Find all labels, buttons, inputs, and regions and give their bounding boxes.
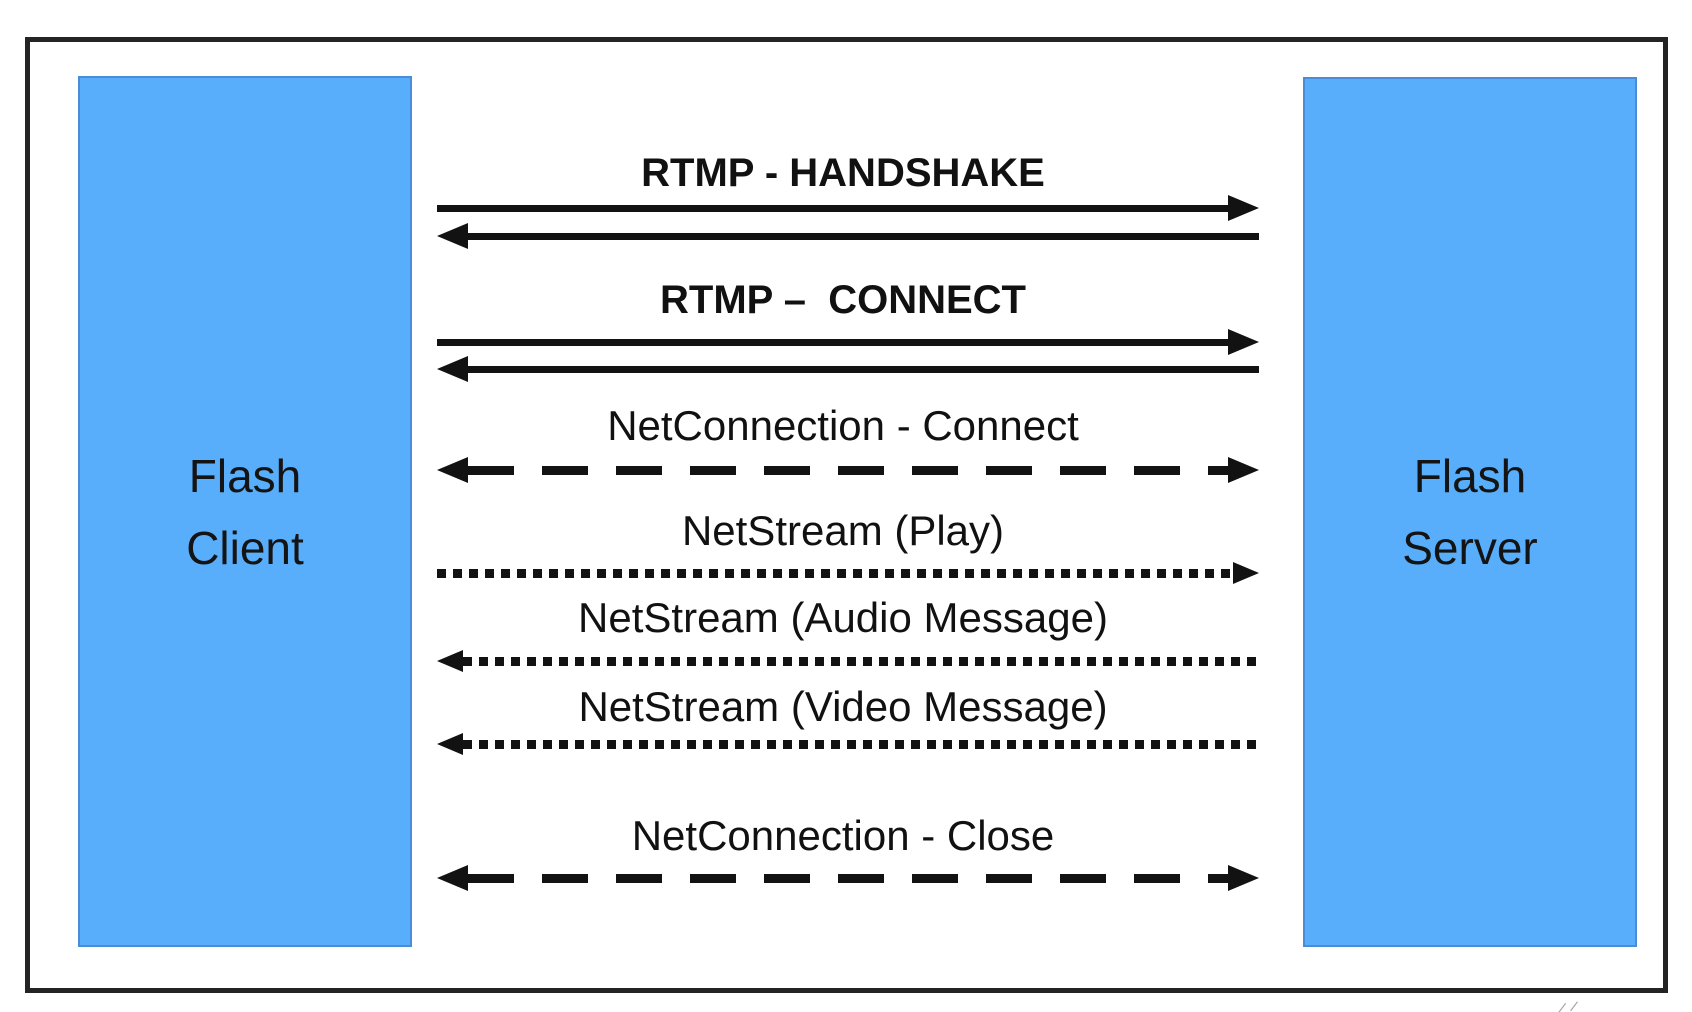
message-label-rtmp-handshake: RTMP - HANDSHAKE (641, 151, 1045, 195)
netstream-play-arrow (437, 560, 1259, 586)
participant-label-line: Client (186, 521, 304, 574)
arrow-shaft (468, 365, 1259, 373)
corner-artifact: ⸍⸍ (1555, 998, 1590, 1012)
message-label-rtmp-connect: RTMP – CONNECT (660, 278, 1026, 322)
arrow-shaft (463, 656, 1259, 666)
netconnection-connect-arrow (437, 457, 1259, 483)
arrow-shaft (437, 568, 1233, 578)
message-label-netstream-audio: NetStream (Audio Message) (578, 594, 1108, 641)
arrow-shaft (437, 204, 1228, 212)
netstream-video-arrow (437, 731, 1259, 757)
handshake-response-arrow (437, 223, 1259, 249)
arrowhead-right-icon (1233, 562, 1259, 584)
arrowhead-left-icon (437, 223, 468, 249)
handshake-request-arrow (437, 195, 1259, 221)
participant-label-line: Flash (1413, 450, 1527, 502)
arrow-shaft (468, 873, 1228, 883)
arrowhead-right-icon (1228, 457, 1259, 483)
arrowhead-right-icon (1228, 195, 1259, 221)
arrowhead-left-icon (437, 457, 468, 483)
netstream-audio-arrow (437, 648, 1259, 674)
arrow-shaft (468, 465, 1228, 475)
message-label-netstream-video: NetStream (Video Message) (578, 683, 1108, 730)
arrowhead-left-icon (437, 733, 463, 755)
arrowhead-right-icon (1228, 329, 1259, 355)
connect-request-arrow (437, 329, 1259, 355)
arrowhead-right-icon (1228, 865, 1259, 891)
netconnection-close-arrow (437, 865, 1259, 891)
arrow-shaft (463, 739, 1259, 749)
message-label-netstream-play: NetStream (Play) (681, 507, 1005, 554)
participant-label-line: Server (1402, 522, 1538, 574)
message-label-netconnection-close: NetConnection - Close (631, 812, 1055, 859)
arrow-shaft (437, 338, 1228, 346)
participant-flash-server: Flash Server (1303, 77, 1637, 947)
participant-label-line: Flash (188, 449, 302, 502)
arrowhead-left-icon (437, 650, 463, 672)
arrow-shaft (468, 232, 1259, 240)
arrowhead-left-icon (437, 356, 468, 382)
connect-response-arrow (437, 356, 1259, 382)
message-label-netconnection-connect: NetConnection - Connect (607, 402, 1079, 449)
arrowhead-left-icon (437, 865, 468, 891)
participant-flash-client: Flash Client (78, 76, 412, 947)
